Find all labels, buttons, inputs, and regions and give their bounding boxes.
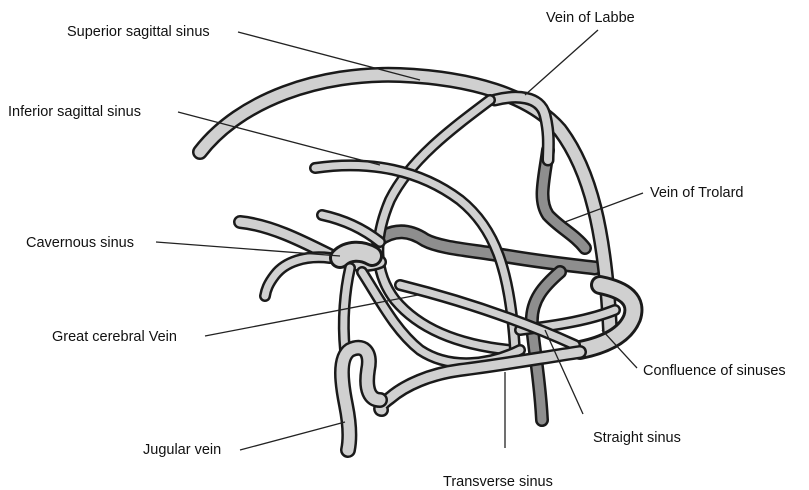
- venous-system-drawing: [200, 75, 633, 450]
- label-vein-of-labbe: Vein of Labbe: [546, 10, 635, 26]
- label-transverse-sinus: Transverse sinus: [443, 474, 553, 490]
- leader-vein-of-labbe: [525, 30, 598, 95]
- label-superior-sagittal-sinus: Superior sagittal sinus: [67, 24, 210, 40]
- label-great-cerebral-vein: Great cerebral Vein: [52, 329, 177, 345]
- label-confluence-of-sinuses: Confluence of sinuses: [643, 363, 786, 379]
- label-jugular-vein: Jugular vein: [143, 442, 221, 458]
- label-inferior-sagittal-sinus: Inferior sagittal sinus: [8, 104, 141, 120]
- label-cavernous-sinus: Cavernous sinus: [26, 235, 134, 251]
- label-vein-of-trolard: Vein of Trolard: [650, 185, 744, 201]
- leader-jugular-vein: [240, 422, 345, 450]
- label-straight-sinus: Straight sinus: [593, 430, 681, 446]
